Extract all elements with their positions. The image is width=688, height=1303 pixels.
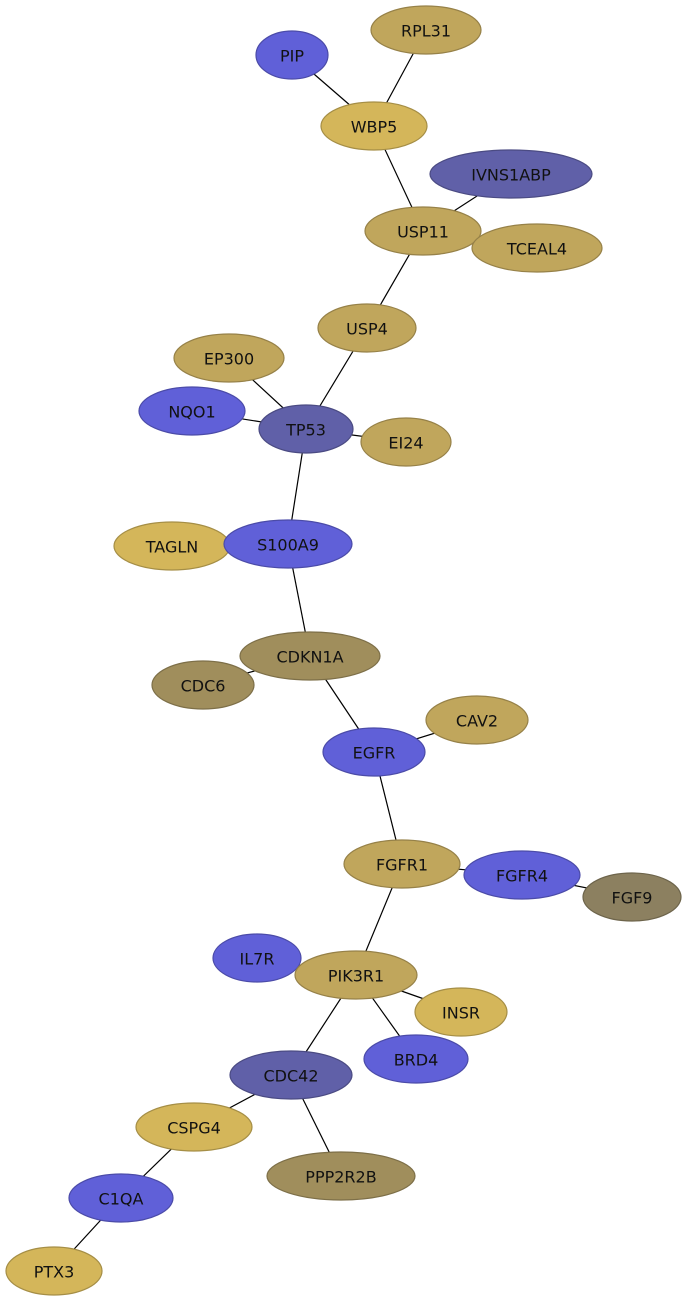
node-ellipse[interactable] — [255, 30, 329, 80]
node-wbp5[interactable]: WBP5 — [320, 101, 428, 151]
node-label: EI24 — [388, 434, 423, 453]
node-fgfr1[interactable]: FGFR1 — [343, 839, 461, 889]
node-label: C1QA — [99, 1190, 144, 1209]
node-brd4[interactable]: BRD4 — [363, 1034, 469, 1084]
node-label: BRD4 — [394, 1051, 439, 1070]
node-ellipse[interactable] — [414, 987, 508, 1037]
node-ellipse[interactable] — [223, 519, 353, 569]
node-cdc6[interactable]: CDC6 — [151, 660, 255, 710]
node-ellipse[interactable] — [294, 950, 418, 1000]
node-cav2[interactable]: CAV2 — [425, 695, 529, 745]
node-s100a9[interactable]: S100A9 — [223, 519, 353, 569]
node-label: EP300 — [204, 350, 254, 369]
node-ellipse[interactable] — [425, 695, 529, 745]
node-ellipse[interactable] — [320, 101, 428, 151]
node-ellipse[interactable] — [5, 1246, 103, 1296]
node-il7r[interactable]: IL7R — [212, 933, 302, 983]
node-cspg4[interactable]: CSPG4 — [135, 1102, 253, 1152]
node-fgf9[interactable]: FGF9 — [582, 872, 682, 922]
node-pip[interactable]: PIP — [255, 30, 329, 80]
node-ellipse[interactable] — [212, 933, 302, 983]
node-label: RPL31 — [401, 22, 451, 41]
node-rpl31[interactable]: RPL31 — [370, 5, 482, 55]
node-label: USP11 — [397, 223, 449, 242]
node-tp53[interactable]: TP53 — [258, 404, 354, 454]
node-ellipse[interactable] — [229, 1050, 353, 1100]
node-label: CDKN1A — [276, 648, 343, 667]
node-ellipse[interactable] — [151, 660, 255, 710]
node-ellipse[interactable] — [429, 149, 593, 199]
node-ellipse[interactable] — [266, 1151, 416, 1201]
node-label: PIP — [280, 47, 304, 66]
node-ellipse[interactable] — [463, 850, 581, 900]
node-nqo1[interactable]: NQO1 — [138, 386, 246, 436]
node-label: IL7R — [240, 950, 275, 969]
node-label: PPP2R2B — [305, 1168, 376, 1187]
node-ei24[interactable]: EI24 — [360, 417, 452, 467]
node-label: WBP5 — [351, 118, 398, 137]
node-usp4[interactable]: USP4 — [317, 303, 417, 353]
node-ellipse[interactable] — [258, 404, 354, 454]
node-ellipse[interactable] — [135, 1102, 253, 1152]
node-ellipse[interactable] — [239, 631, 381, 681]
node-ellipse[interactable] — [322, 727, 426, 777]
node-label: INSR — [442, 1004, 480, 1023]
node-insr[interactable]: INSR — [414, 987, 508, 1037]
node-tagln[interactable]: TAGLN — [113, 521, 231, 571]
node-pik3r1[interactable]: PIK3R1 — [294, 950, 418, 1000]
node-fgfr4[interactable]: FGFR4 — [463, 850, 581, 900]
node-ellipse[interactable] — [363, 1034, 469, 1084]
node-label: TAGLN — [145, 538, 198, 557]
node-ellipse[interactable] — [582, 872, 682, 922]
node-label: CSPG4 — [167, 1119, 221, 1138]
node-ellipse[interactable] — [471, 223, 603, 273]
node-ellipse[interactable] — [317, 303, 417, 353]
node-ellipse[interactable] — [68, 1173, 174, 1223]
node-egfr[interactable]: EGFR — [322, 727, 426, 777]
node-label: FGFR4 — [496, 867, 548, 886]
node-ellipse[interactable] — [364, 206, 482, 256]
node-tceal4[interactable]: TCEAL4 — [471, 223, 603, 273]
node-label: TP53 — [285, 421, 326, 440]
node-label: NQO1 — [168, 403, 215, 422]
node-label: S100A9 — [257, 536, 319, 555]
node-usp11[interactable]: USP11 — [364, 206, 482, 256]
node-ellipse[interactable] — [343, 839, 461, 889]
node-ptx3[interactable]: PTX3 — [5, 1246, 103, 1296]
node-label: PIK3R1 — [328, 967, 384, 986]
node-label: CAV2 — [456, 712, 498, 731]
node-label: EGFR — [353, 744, 396, 763]
node-label: TCEAL4 — [506, 240, 567, 259]
node-ep300[interactable]: EP300 — [173, 333, 285, 383]
node-label: IVNS1ABP — [471, 166, 551, 185]
node-ellipse[interactable] — [173, 333, 285, 383]
node-ppp2r2b[interactable]: PPP2R2B — [266, 1151, 416, 1201]
node-label: CDC42 — [263, 1067, 318, 1086]
node-ivns1abp[interactable]: IVNS1ABP — [429, 149, 593, 199]
node-label: FGFR1 — [376, 856, 428, 875]
node-cdkn1a[interactable]: CDKN1A — [239, 631, 381, 681]
node-ellipse[interactable] — [370, 5, 482, 55]
node-cdc42[interactable]: CDC42 — [229, 1050, 353, 1100]
node-label: CDC6 — [181, 677, 226, 696]
node-c1qa[interactable]: C1QA — [68, 1173, 174, 1223]
node-label: USP4 — [346, 320, 388, 339]
node-label: PTX3 — [34, 1263, 75, 1282]
node-ellipse[interactable] — [360, 417, 452, 467]
node-ellipse[interactable] — [138, 386, 246, 436]
node-label: FGF9 — [612, 889, 653, 908]
